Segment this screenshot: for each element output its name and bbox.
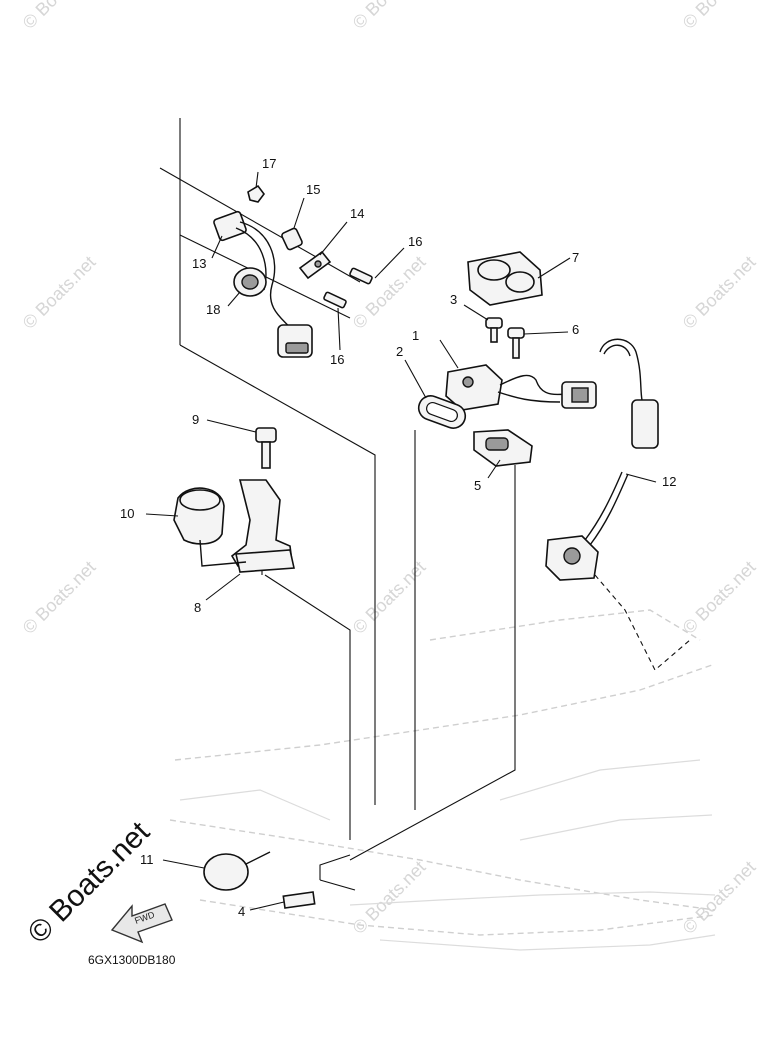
label-part-3: 3 (450, 292, 457, 307)
label-part-16-lower: 16 (330, 352, 344, 367)
part-2-gasket[interactable] (404, 359, 469, 431)
part-13-harness[interactable] (211, 210, 313, 358)
label-part-14: 14 (350, 206, 364, 221)
watermark: © Boats.net (679, 857, 760, 938)
part-14-bracket[interactable] (298, 221, 348, 280)
part-16-bolt-lower[interactable] (323, 291, 347, 351)
part-3-screw[interactable] (463, 304, 503, 343)
part-4-label[interactable] (249, 891, 316, 911)
label-part-2: 2 (396, 344, 403, 359)
part-18-grommet[interactable] (227, 267, 267, 307)
watermark: © Boats.net (679, 252, 760, 333)
watermark: © Boats.net (679, 0, 760, 33)
part-5-holder[interactable] (473, 429, 533, 479)
watermark: © Boats.net (349, 0, 430, 33)
label-part-16-upper: 16 (408, 234, 422, 249)
part-11-cap[interactable] (162, 851, 271, 891)
label-part-7: 7 (572, 250, 579, 265)
part-6-screw[interactable] (507, 327, 569, 359)
part-15-collar[interactable] (281, 197, 305, 251)
watermark: © Boats.net (19, 252, 100, 333)
label-part-11: 11 (140, 852, 154, 867)
part-9-bolt[interactable] (206, 419, 277, 469)
part-10-clamp[interactable] (145, 487, 247, 567)
fwd-arrow: FWD (110, 903, 173, 944)
label-part-18: 18 (206, 302, 220, 317)
watermark: © Boats.net (679, 557, 760, 638)
label-part-9: 9 (192, 412, 199, 427)
label-part-8: 8 (194, 600, 201, 615)
diagram-code: 6GX1300DB180 (88, 953, 176, 967)
label-part-15: 15 (306, 182, 320, 197)
part-7-cover[interactable] (467, 251, 571, 306)
label-part-5: 5 (474, 478, 481, 493)
part-8-bracket[interactable] (205, 479, 295, 601)
label-part-4: 4 (238, 904, 245, 919)
part-1-switch[interactable] (439, 339, 597, 411)
part-12-cable[interactable] (545, 338, 659, 581)
watermark: © Boats.net (349, 557, 430, 638)
label-part-17: 17 (262, 156, 276, 171)
label-part-12: 12 (662, 474, 676, 489)
label-part-1: 1 (412, 328, 419, 343)
watermark: © Boats.net (19, 0, 100, 33)
watermark: © Boats.net (19, 557, 100, 638)
part-16-bolt-upper[interactable] (349, 247, 405, 285)
part-17-clip[interactable] (247, 171, 265, 203)
label-part-10: 10 (120, 506, 134, 521)
label-part-13: 13 (192, 256, 206, 271)
hull-outline-ghost (169, 609, 716, 951)
label-part-6: 6 (572, 322, 579, 337)
